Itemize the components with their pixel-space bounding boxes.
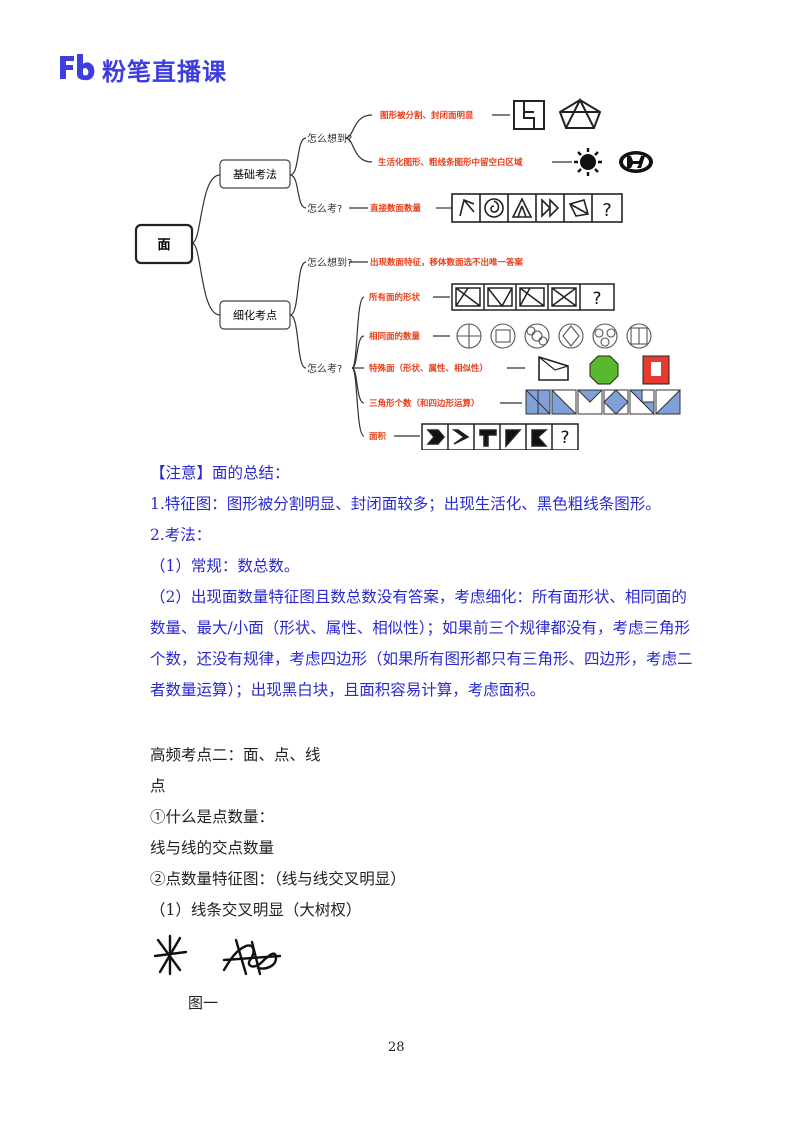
leaf-area: 面积 <box>369 431 387 442</box>
area-question-mark: ? <box>560 428 569 448</box>
note-line-4: （2）出现面数量特征图且数总数没有答案，考虑细化：所有面形状、相同面的数量、最大… <box>150 588 693 699</box>
page-number: 28 <box>388 1040 405 1055</box>
q-exam-1: 怎么考? <box>307 202 342 215</box>
question-2: ②点数量特征图：（线与线交叉明显） <box>150 870 406 888</box>
leaf-same: 相同面的数量 <box>369 331 421 342</box>
leaf-life: 生活化图形、粗线条图形中留空白区域 <box>378 157 523 168</box>
mindmap-root: 面 <box>157 238 170 253</box>
q-think-2: 怎么想到? <box>307 256 352 269</box>
answer-1: 线与线的交点数量 <box>150 839 275 857</box>
note-line-1: 1.特征图：图形被分割明显、封闭面较多；出现生活化、黑色粗线条图形。 <box>150 495 661 513</box>
shape-row <box>451 283 615 311</box>
mind-map: 面 基础考法 细化考点 怎么想到? 怎么考? 怎么想到? 怎么考? 图形被分割、… <box>134 97 681 450</box>
count-question-mark: ? <box>602 200 612 221</box>
brand-name: 粉笔直播课 <box>102 58 227 86</box>
leaf-triangle: 三角形个数（和四边形运算） <box>369 398 480 409</box>
figure-caption: 图一 <box>188 994 219 1012</box>
area-row <box>421 423 579 450</box>
note-line-3: （1）常规：数总数。 <box>150 557 300 575</box>
leaf-count: 直接数面数量 <box>370 203 422 214</box>
crossing-lines-figure <box>153 934 282 976</box>
branch-detail: 细化考点 <box>233 308 277 322</box>
leaf-split: 图形被分割、封闭面明显 <box>380 110 474 121</box>
note-line-2: 2.考法： <box>150 526 212 544</box>
shape-question-mark: ? <box>592 289 601 309</box>
split-figures <box>513 97 602 130</box>
branch-basic: 基础考法 <box>233 167 277 181</box>
section-title: 高频考点二：面、点、线 <box>150 746 321 764</box>
brand-logo-icon <box>60 54 95 81</box>
leaf-special: 特殊面（形状、属性、相似性） <box>369 363 488 374</box>
leaf-shape: 所有面的形状 <box>368 292 421 303</box>
question-1: ①什么是点数量： <box>150 808 275 826</box>
count-row <box>451 193 623 223</box>
section-points: 高频考点二：面、点、线 点 ①什么是点数量： 线与线的交点数量 ②点数量特征图：… <box>150 740 695 926</box>
triangle-row <box>525 388 681 416</box>
item-1: （1）线条交叉明显（大树杈） <box>150 901 362 919</box>
same-faces-row <box>456 323 652 349</box>
life-figures <box>574 148 653 176</box>
q-exam-2: 怎么考? <box>307 362 342 375</box>
q-think-1: 怎么想到? <box>307 132 352 145</box>
special-row <box>538 355 670 385</box>
section-sub: 点 <box>150 777 166 795</box>
leaf-feature: 出现数面特征，移体数面选不出唯一答案 <box>370 257 524 268</box>
summary-note: 【注意】面的总结： 1.特征图：图形被分割明显、封闭面较多；出现生活化、黑色粗线… <box>150 458 695 706</box>
note-heading: 【注意】面的总结： <box>150 464 290 482</box>
